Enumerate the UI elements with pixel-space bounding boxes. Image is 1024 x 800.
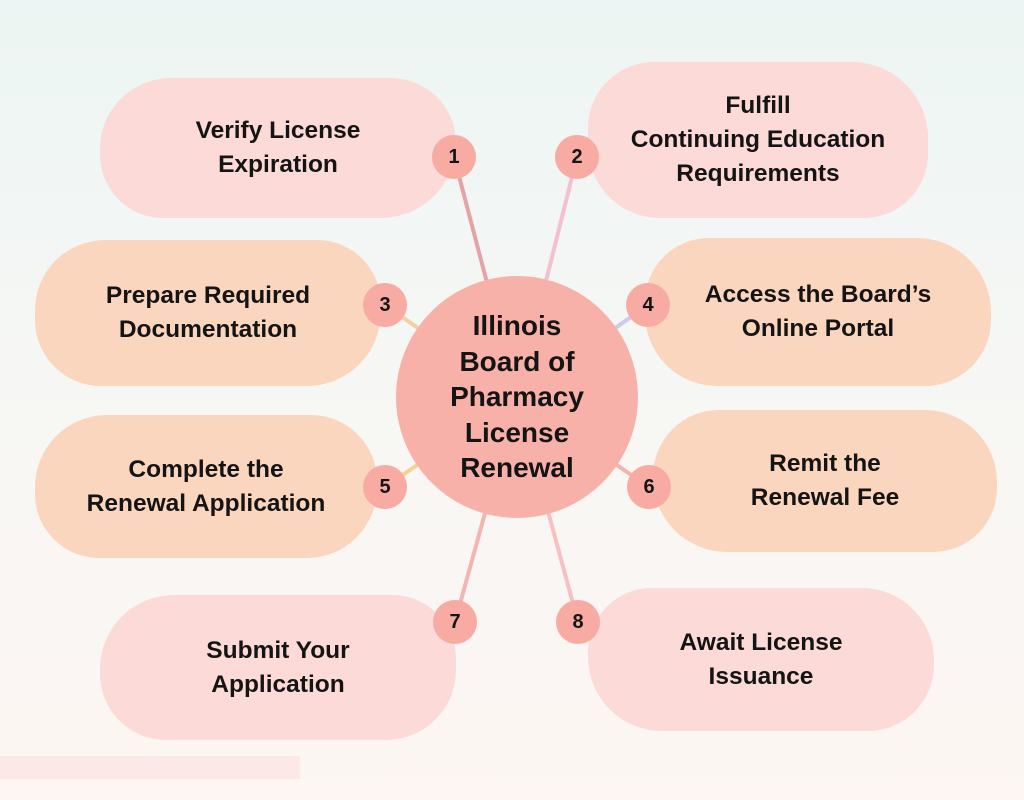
- step-8-bubble: Await License Issuance: [588, 588, 934, 731]
- step-2-bubble: Fulfill Continuing Education Requirement…: [588, 62, 928, 218]
- step-3-number: 3: [379, 293, 391, 316]
- step-8-number: 8: [572, 610, 584, 633]
- step-6-number-node: 6: [627, 465, 671, 509]
- step-1-number-node: 1: [432, 135, 476, 179]
- step-1-bubble: Verify License Expiration: [100, 78, 456, 218]
- step-4-number: 4: [642, 293, 654, 316]
- step-3-bubble: Prepare Required Documentation: [35, 240, 381, 386]
- step-2-number-node: 2: [555, 135, 599, 179]
- step-5-bubble: Complete the Renewal Application: [35, 415, 377, 558]
- step-1-number: 1: [448, 145, 460, 168]
- step-4-label: Access the Board’s Online Portal: [704, 281, 932, 342]
- step-7-number-node: 7: [433, 600, 477, 644]
- step-3-number-node: 3: [363, 283, 407, 327]
- step-2-label: Fulfill Continuing Education Requirement…: [630, 92, 886, 187]
- step-5-number-node: 5: [363, 465, 407, 509]
- step-7-bubble: Submit Your Application: [100, 595, 456, 740]
- step-5-number: 5: [379, 475, 391, 498]
- step-2-number: 2: [571, 145, 583, 168]
- step-7-label: Submit Your Application: [206, 636, 350, 698]
- step-4-bubble: Access the Board’s Online Portal: [645, 238, 991, 386]
- center-topic-circle: Illinois Board of Pharmacy License Renew…: [396, 276, 638, 518]
- step-8-number-node: 8: [556, 600, 600, 644]
- step-7-number: 7: [449, 610, 461, 633]
- step-6-bubble: Remit the Renewal Fee: [653, 410, 997, 552]
- step-4-number-node: 4: [626, 283, 670, 327]
- step-6-number: 6: [643, 475, 655, 498]
- decorative-pink-strip: [0, 756, 300, 779]
- step-3-label: Prepare Required Documentation: [105, 282, 311, 343]
- step-8-label: Await License Issuance: [679, 628, 843, 690]
- step-1-label: Verify License Expiration: [195, 117, 361, 178]
- center-topic-label: Illinois Board of Pharmacy License Renew…: [450, 310, 584, 484]
- step-6-label: Remit the Renewal Fee: [750, 450, 900, 511]
- step-5-label: Complete the Renewal Application: [86, 455, 326, 517]
